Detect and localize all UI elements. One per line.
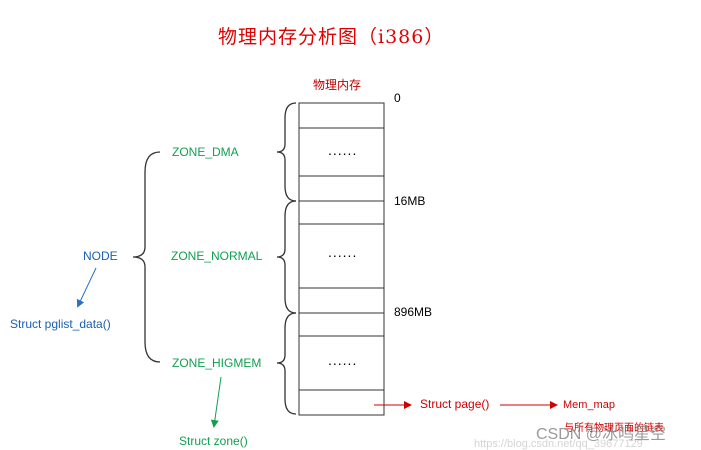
- zone-highmem-brace: [276, 312, 297, 415]
- highmem-to-zone-arrow: [210, 376, 222, 428]
- mem-map-description: 与所有物理页面的链表: [564, 423, 664, 434]
- zone-normal-brace: [276, 200, 297, 314]
- zone-dma-label: ZONE_DMA: [172, 145, 239, 159]
- highmem-ellipsis: ......: [328, 352, 358, 368]
- zone-highmem-label: ZONE_HIGMEM: [172, 356, 262, 370]
- dma-ellipsis: ......: [328, 142, 358, 158]
- struct-pglist-label: Struct pglist_data(): [10, 317, 111, 331]
- struct-zone-label: Struct zone(): [179, 434, 248, 448]
- zone-normal-label: ZONE_NORMAL: [171, 249, 263, 263]
- address-0: 0: [394, 91, 401, 105]
- memory-outline: [298, 102, 385, 416]
- memory-title: 物理内存: [313, 78, 362, 92]
- node-label: NODE: [83, 249, 118, 263]
- csdn-watermark: CSDN @冰鸣星空: [536, 426, 667, 443]
- struct-page-label: Struct page(): [420, 397, 490, 411]
- node-brace: [132, 151, 161, 363]
- address-16mb: 16MB: [394, 194, 426, 208]
- address-896mb: 896MB: [394, 305, 433, 319]
- url-watermark: https://blog.csdn.net/qq_39677129: [474, 438, 643, 450]
- diagram-title: 物理内存分析图（i386）: [218, 26, 445, 48]
- memory-column: [298, 102, 385, 416]
- node-to-pglist-arrow: [76, 267, 97, 308]
- mem-map-label: Mem_map: [563, 399, 615, 411]
- zone-dma-brace: [276, 102, 297, 202]
- normal-ellipsis: ......: [328, 244, 358, 260]
